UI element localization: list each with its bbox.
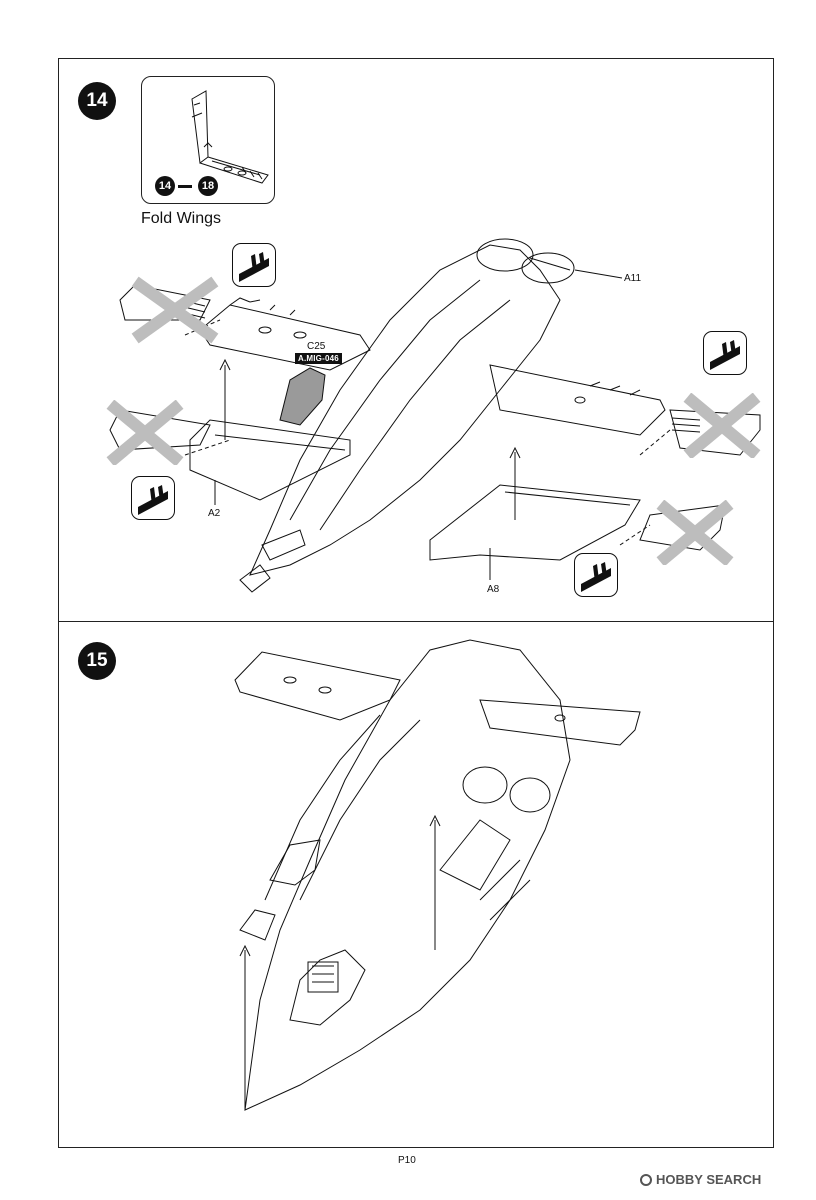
fold-warning-icon — [574, 553, 618, 597]
fold-warning-icon — [131, 476, 175, 520]
folded-wing-sketch — [191, 90, 269, 184]
part-label-a11: A11 — [624, 273, 642, 284]
range-from-badge: 14 — [155, 176, 175, 196]
cross-out-icon — [106, 400, 184, 465]
cross-out-icon — [131, 276, 219, 344]
fold-wings-caption: Fold Wings — [141, 210, 222, 227]
watermark-text: HOBBY SEARCH — [656, 1172, 762, 1187]
fold-warning-icon — [703, 331, 747, 375]
watermark-logo-icon — [640, 1173, 652, 1186]
step-divider — [58, 621, 774, 622]
part-label-c25: C25 — [307, 341, 326, 352]
page-frame — [58, 58, 774, 1148]
paint-code-label: A.MIG-046 — [295, 353, 342, 364]
step-15-badge: 15 — [78, 642, 116, 680]
fold-warning-icon — [232, 243, 276, 287]
c25-part — [279, 367, 326, 426]
range-to-badge: 18 — [198, 176, 218, 196]
cross-out-icon — [656, 500, 734, 565]
page-number: P10 — [398, 1155, 416, 1166]
range-dash — [178, 185, 192, 188]
cross-out-icon — [683, 393, 761, 458]
watermark: HOBBY SEARCH — [640, 1172, 761, 1187]
step-14-badge: 14 — [78, 82, 116, 120]
fold-wings-inset — [141, 76, 275, 204]
part-label-a2: A2 — [208, 508, 221, 519]
part-label-a8: A8 — [487, 584, 500, 595]
